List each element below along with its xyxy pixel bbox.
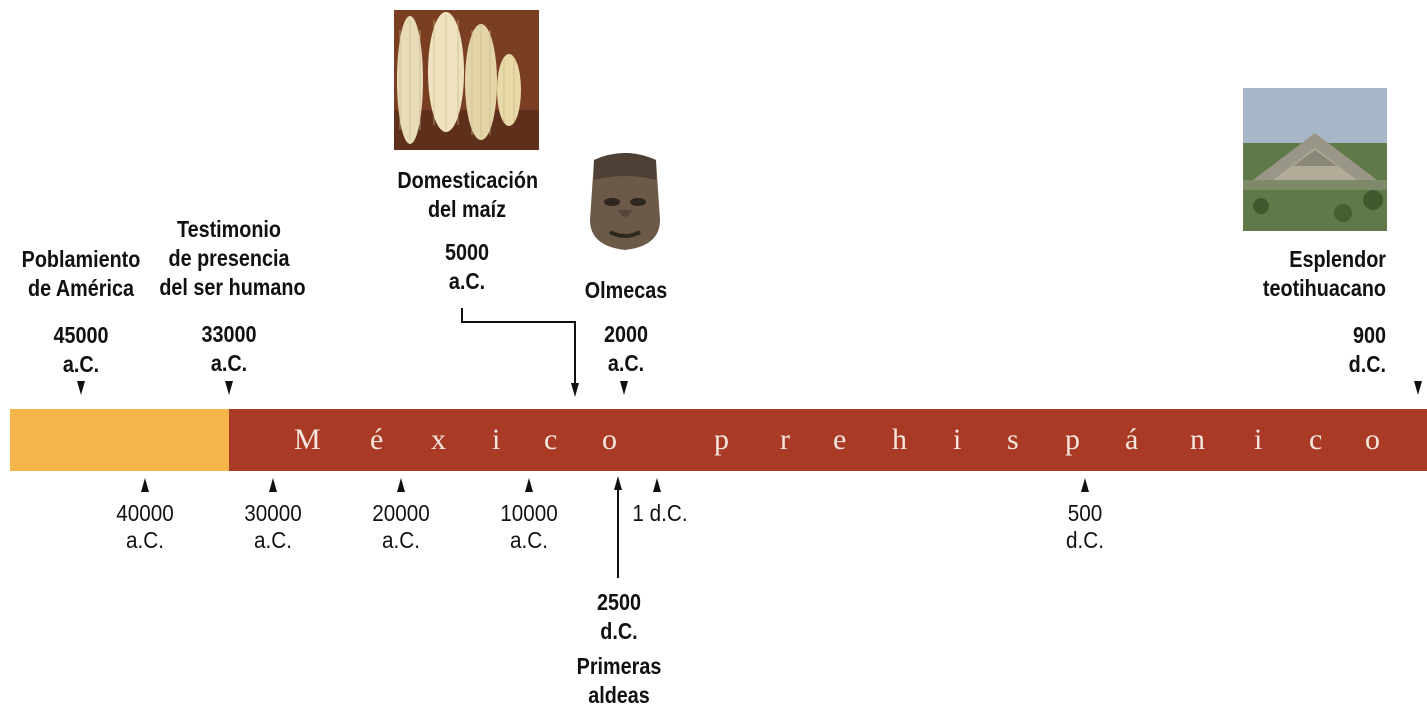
event-label: de América <box>11 274 150 303</box>
tick-era: a.C. <box>100 527 190 554</box>
event-year: 45000 <box>11 321 150 350</box>
event-label: del maíz <box>397 195 536 224</box>
tick-marker-1dc <box>653 478 661 492</box>
event-label: teotihuacano <box>1214 274 1386 303</box>
tick-year: 20000 <box>356 500 446 527</box>
event-era: a.C. <box>556 349 695 378</box>
event-label: aldeas <box>549 681 688 710</box>
tick-marker-500 <box>1081 478 1089 492</box>
tick-30000: 30000 a.C. <box>228 500 318 554</box>
marker-olmecas <box>620 381 628 395</box>
title-letter: o <box>602 423 617 457</box>
title-letter: c <box>544 423 557 457</box>
title-letter: p <box>714 423 729 457</box>
event-label: Testimonio <box>159 215 298 244</box>
event-era: d.C. <box>1214 350 1386 379</box>
tick-year: 30000 <box>228 500 318 527</box>
tick-year: 1 d.C. <box>615 500 705 527</box>
tick-marker-40000 <box>141 478 149 492</box>
tick-1dc: 1 d.C. <box>615 500 705 527</box>
tick-10000: 10000 a.C. <box>484 500 574 554</box>
event-aldeas: 2500 d.C. Primeras aldeas <box>549 588 688 710</box>
event-testimonio: Testimonio de presencia del ser humano 3… <box>159 215 298 378</box>
title-letter: x <box>431 423 446 457</box>
marker-testimonio <box>225 381 233 395</box>
tick-marker-10000 <box>525 478 533 492</box>
tick-40000: 40000 a.C. <box>100 500 190 554</box>
event-year: 900 <box>1214 321 1386 350</box>
marker-poblamiento <box>77 381 85 395</box>
title-letter: i <box>492 423 500 457</box>
event-year: 5000 <box>397 238 536 267</box>
aldeas-connector <box>617 488 619 578</box>
tick-era: a.C. <box>228 527 318 554</box>
olmec-head-photo <box>580 150 670 255</box>
tick-marker-30000 <box>269 478 277 492</box>
title-letter: M <box>294 423 321 457</box>
pyramid-photo <box>1243 88 1387 231</box>
title-letter: i <box>953 423 961 457</box>
title-letter: n <box>1190 423 1205 457</box>
marker-teotihuacano <box>1414 381 1422 395</box>
title-letter: é <box>370 423 383 457</box>
event-label: del ser humano <box>159 273 298 302</box>
title-letter: á <box>1125 423 1138 457</box>
event-maiz: Domesticación del maíz 5000 a.C. <box>397 166 536 296</box>
event-year: 2000 <box>556 320 695 349</box>
tick-year: 10000 <box>484 500 574 527</box>
title-letter: o <box>1365 423 1380 457</box>
event-era: a.C. <box>11 350 150 379</box>
event-era: d.C. <box>549 617 688 646</box>
tick-marker-20000 <box>397 478 405 492</box>
event-label: Primeras <box>549 652 688 681</box>
marker-maiz <box>571 383 579 397</box>
timeline-bar-early <box>10 409 229 471</box>
tick-era: a.C. <box>356 527 446 554</box>
tick-year: 500 <box>1040 500 1130 527</box>
corn-photo <box>394 10 539 150</box>
tick-era: d.C. <box>1040 527 1130 554</box>
event-label: de presencia <box>159 244 298 273</box>
event-era: a.C. <box>397 267 536 296</box>
title-letter: i <box>1254 423 1262 457</box>
event-year: 2500 <box>549 588 688 617</box>
event-label: Poblamiento <box>11 245 150 274</box>
event-era: a.C. <box>159 349 298 378</box>
tick-500: 500 d.C. <box>1040 500 1130 554</box>
event-label: Olmecas <box>556 276 695 305</box>
title-letter: h <box>892 423 907 457</box>
event-poblamiento: Poblamiento de América 45000 a.C. <box>11 245 150 379</box>
tick-20000: 20000 a.C. <box>356 500 446 554</box>
title-letter: s <box>1007 423 1019 457</box>
title-letter: p <box>1065 423 1080 457</box>
tick-era: a.C. <box>484 527 574 554</box>
event-teotihuacano: Esplendor teotihuacano 900 d.C. <box>1214 245 1386 379</box>
event-olmecas: Olmecas 2000 a.C. <box>556 276 695 378</box>
event-label: Domesticación <box>397 166 536 195</box>
title-letter: e <box>833 423 846 457</box>
tick-year: 40000 <box>100 500 190 527</box>
event-label: Esplendor <box>1214 245 1386 274</box>
title-letter: c <box>1309 423 1322 457</box>
event-year: 33000 <box>159 320 298 349</box>
timeline-title: M é x i c o p r e h i s p á n i c o <box>229 409 1427 471</box>
title-letter: r <box>780 423 790 457</box>
